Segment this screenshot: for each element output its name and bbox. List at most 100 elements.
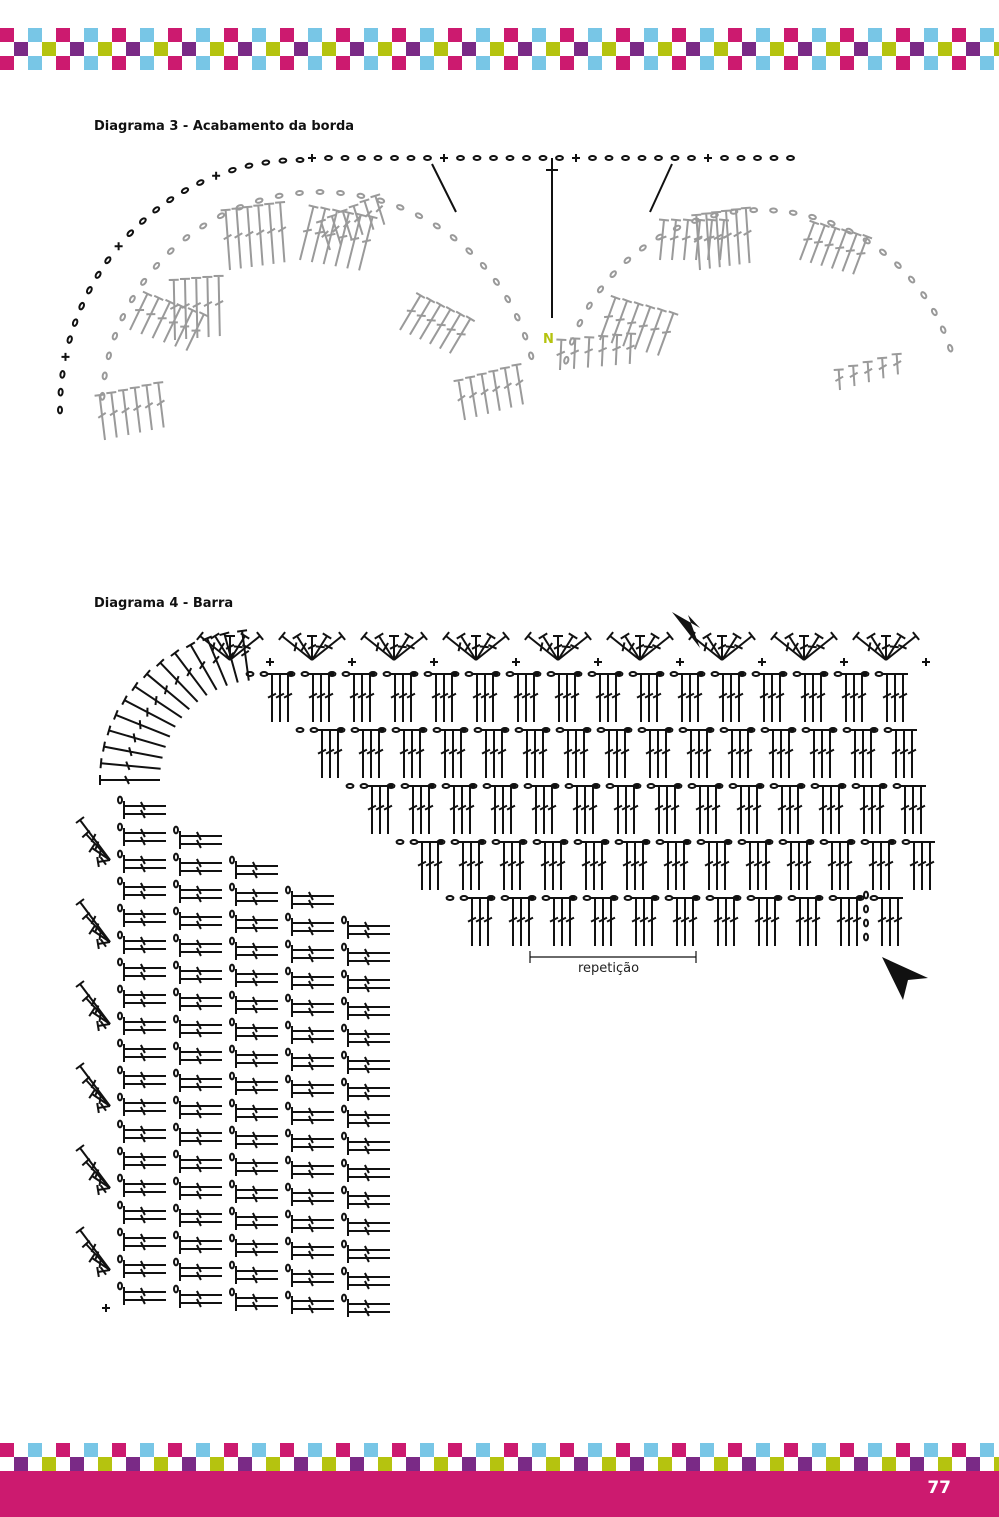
checker-square xyxy=(588,1443,602,1457)
gray-double-crochet xyxy=(174,307,198,347)
checker-square xyxy=(98,1457,112,1471)
chain-stitch xyxy=(309,727,319,733)
chain-stitch xyxy=(359,783,369,789)
corner-stitch xyxy=(121,695,176,728)
checker-square xyxy=(644,56,658,70)
double-crochet xyxy=(622,841,632,890)
gray-double-crochet xyxy=(337,208,353,241)
top-checker-pattern xyxy=(0,28,999,70)
double-crochet xyxy=(793,785,803,834)
checker-square xyxy=(476,56,490,70)
double-crochet xyxy=(898,673,908,722)
dc-cluster xyxy=(235,861,278,879)
chain-stitch xyxy=(605,783,615,789)
gray-chain xyxy=(479,261,488,270)
double-crochet xyxy=(291,1304,334,1314)
shell-stitch xyxy=(374,632,395,661)
chain-stitch xyxy=(285,939,291,949)
shell-stitch xyxy=(360,631,395,661)
double-crochet xyxy=(809,729,819,778)
double-crochet xyxy=(613,785,623,834)
checker-square xyxy=(252,28,266,42)
gray-double-crochet xyxy=(657,218,670,261)
double-crochet xyxy=(729,897,739,946)
double-crochet xyxy=(825,729,835,778)
chain-stitch xyxy=(117,1254,123,1264)
dc-cluster xyxy=(235,1131,278,1149)
chain-stitch xyxy=(664,727,674,733)
gray-chain xyxy=(166,247,175,255)
checker-square xyxy=(896,28,910,42)
fan-shell xyxy=(657,218,730,261)
double-crochet xyxy=(347,1137,390,1147)
chain-stitch xyxy=(860,671,870,677)
checker-square xyxy=(280,28,294,42)
chain-stitch xyxy=(173,852,179,862)
chain-stitch xyxy=(432,727,442,733)
double-crochet xyxy=(611,673,621,722)
double-crochet xyxy=(179,866,222,876)
double-crochet xyxy=(291,1296,334,1306)
arrow-start-icon xyxy=(882,957,928,1000)
shell-stitch xyxy=(88,1171,111,1189)
double-crochet xyxy=(179,1109,222,1119)
checker-square xyxy=(714,42,728,56)
double-crochet xyxy=(762,897,772,946)
double-crochet xyxy=(291,972,334,982)
chain-stitch xyxy=(173,1041,179,1051)
checker-square xyxy=(616,56,630,70)
dc-cluster xyxy=(235,1104,278,1122)
chain-stitch xyxy=(423,155,432,161)
double-crochet xyxy=(507,841,517,890)
double-crochet xyxy=(347,1299,390,1309)
dc-cluster xyxy=(499,841,525,890)
fan-shell xyxy=(299,204,378,271)
double-crochet xyxy=(899,729,909,778)
double-crochet xyxy=(768,729,778,778)
gray-double-crochet xyxy=(153,381,165,428)
chain-stitch xyxy=(229,1179,235,1189)
dc-cluster xyxy=(235,969,278,987)
dc-cluster xyxy=(123,909,166,927)
double-crochet xyxy=(365,673,375,722)
dc-cluster xyxy=(347,1272,390,1290)
double-crochet xyxy=(347,1218,390,1228)
checker-square xyxy=(686,1457,700,1471)
gray-double-crochet xyxy=(877,356,888,379)
chain-stitch xyxy=(632,783,642,789)
double-crochet xyxy=(291,1223,334,1233)
checker-square xyxy=(294,42,308,56)
double-crochet xyxy=(123,917,166,927)
chain-stitch xyxy=(477,839,487,845)
double-crochet xyxy=(686,729,696,778)
double-crochet xyxy=(563,729,573,778)
chain-stitch xyxy=(720,155,729,161)
chain-stitch xyxy=(837,783,847,789)
chain-stitch xyxy=(468,783,478,789)
dc-cluster xyxy=(868,841,894,890)
double-crochet xyxy=(179,893,222,903)
chain-stitch xyxy=(229,1152,235,1162)
double-crochet xyxy=(843,841,853,890)
chain-stitch xyxy=(532,839,542,845)
double-crochet xyxy=(179,1047,222,1057)
checker-square xyxy=(560,28,574,42)
double-crochet xyxy=(123,809,166,819)
dc-cluster xyxy=(123,990,166,1008)
chain-stitch xyxy=(846,839,856,845)
checker-square xyxy=(42,42,56,56)
double-crochet xyxy=(123,1106,166,1116)
double-crochet xyxy=(761,841,771,890)
double-crochet xyxy=(890,673,900,722)
chain-stitch xyxy=(538,155,548,161)
double-crochet xyxy=(775,673,785,722)
double-crochet xyxy=(123,936,166,946)
double-crochet xyxy=(347,1056,390,1066)
double-crochet xyxy=(466,841,476,890)
double-crochet xyxy=(841,673,851,722)
chain-stitch xyxy=(892,783,902,789)
double-crochet xyxy=(375,785,385,834)
dc-cluster xyxy=(179,1128,222,1146)
double-crochet xyxy=(499,841,509,890)
double-crochet xyxy=(745,841,755,890)
